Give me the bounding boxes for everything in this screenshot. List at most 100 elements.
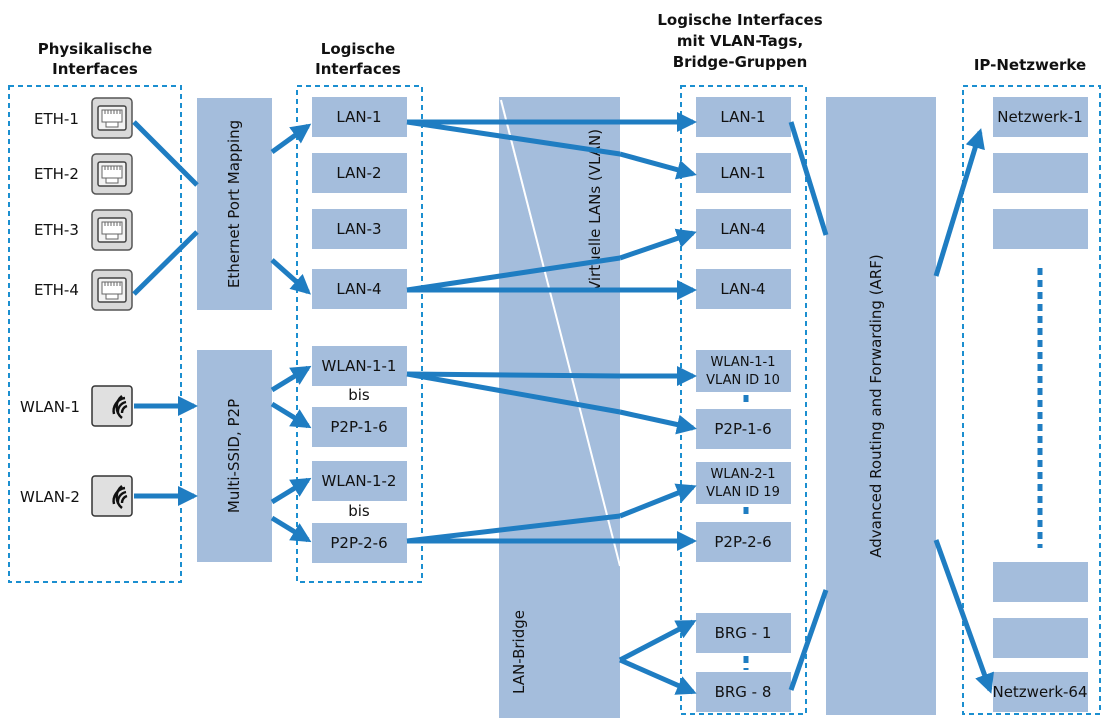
eth-label: ETH-3 [34, 221, 79, 239]
ethernet-port-icon [91, 97, 133, 139]
header-vlan-line1: Logische Interfaces [657, 11, 822, 29]
vlan-p2p-2-6: P2P-2-6 [696, 522, 791, 562]
network-box [993, 209, 1088, 249]
arrow [619, 228, 697, 261]
vlan-label: WLAN-1-1 [711, 355, 776, 370]
vlan-p2p-1-6: P2P-1-6 [696, 409, 791, 449]
vlan-interfaces-group [680, 85, 807, 715]
connector-line [788, 121, 829, 236]
connections [132, 119, 829, 691]
arrow [619, 151, 697, 180]
lan-bridge-label: LAN-Bridge [510, 610, 528, 694]
ethernet-port-mapping-block: Ethernet Port Mapping [197, 98, 272, 310]
vlan-brg-8: BRG - 8 [696, 672, 791, 712]
header-logical-interfaces: Logische Interfaces [315, 40, 401, 78]
logical-p2p-2-6: P2P-2-6 [312, 523, 407, 563]
wlan-label: WLAN-2 [20, 488, 80, 506]
connector-line [406, 371, 621, 415]
arrow [270, 258, 311, 295]
connector-line [406, 371, 621, 379]
eth-label: ETH-2 [34, 165, 79, 183]
connector-line [788, 589, 829, 691]
eth-label: ETH-1 [34, 110, 79, 128]
logical-wlan-1-1: WLAN-1-1 [312, 346, 407, 386]
wlan-antenna-icon [90, 474, 134, 518]
arrow [619, 409, 697, 435]
arf-label: Advanced Routing and Forwarding (ARF) [867, 254, 885, 557]
connector-line [406, 513, 621, 544]
multi-ssid-block: Multi-SSID, P2P [197, 350, 272, 562]
logical-lan-4: LAN-4 [312, 269, 407, 309]
header-physical-line1: Physikalische [38, 40, 153, 58]
header-vlan-line3: Bridge-Gruppen [673, 53, 808, 71]
vlan-label: LAN-4 [720, 280, 765, 298]
brg-label: BRG - 8 [715, 683, 772, 701]
vlan-label: P2P-1-6 [714, 420, 771, 438]
network-box [993, 153, 1088, 193]
bis-label: bis [348, 502, 370, 520]
brg-label: BRG - 1 [715, 624, 772, 642]
vlan-id-label: VLAN ID 10 [706, 373, 780, 388]
arrow [933, 539, 994, 694]
physical-eth-4: ETH-4 [34, 269, 133, 311]
physical-wlan-2: WLAN-2 [20, 474, 134, 518]
bis-label: bis [348, 386, 370, 404]
connector-line [406, 255, 621, 293]
logical-label: LAN-4 [336, 280, 381, 298]
physical-wlan-1: WLAN-1 [20, 384, 134, 428]
arrow [270, 365, 312, 393]
network-label: Netzwerk-1 [997, 108, 1083, 126]
logical-lan-1: LAN-1 [312, 97, 407, 137]
arrow [270, 401, 312, 429]
header-vlan-interfaces: Logische Interfaces mit VLAN-Tags, Bridg… [657, 11, 822, 71]
logical-p2p-1-6: P2P-1-6 [312, 407, 407, 447]
network-box [993, 618, 1088, 658]
vlan-brg-1: BRG - 1 [696, 613, 791, 653]
arf-block: Advanced Routing and Forwarding (ARF) [826, 97, 936, 715]
physical-interfaces-group [8, 85, 182, 583]
ethernet-port-mapping-label: Ethernet Port Mapping [225, 120, 243, 288]
physical-eth-3: ETH-3 [34, 209, 133, 251]
connector-line [132, 120, 199, 187]
connector-line [406, 119, 621, 157]
wlan-antenna-icon [90, 384, 134, 428]
logical-label: P2P-1-6 [330, 418, 387, 436]
logical-label: WLAN-1-2 [322, 472, 397, 490]
network-64: Netzwerk-64 [992, 672, 1088, 712]
network-label: Netzwerk-64 [992, 683, 1087, 701]
arrow [270, 123, 312, 155]
vlan-label: WLAN-2-1 [711, 467, 776, 482]
vlan-label: LAN-4 [720, 220, 765, 238]
connector-line [132, 230, 199, 296]
wlan-label: WLAN-1 [20, 398, 80, 416]
vlan-label: LAN-1 [720, 164, 765, 182]
arrows [134, 112, 994, 695]
network-1: Netzwerk-1 [993, 97, 1088, 137]
vlan-wlan-2-1: WLAN-2-1 VLAN ID 19 [696, 462, 791, 504]
lan-bridge-block: LAN-Bridge [499, 97, 620, 718]
arrow [618, 657, 697, 695]
logical-lan-2: LAN-2 [312, 153, 407, 193]
ethernet-port-icon [91, 269, 133, 311]
arrow [618, 619, 697, 663]
logical-label: LAN-1 [336, 108, 381, 126]
header-ip-line1: IP-Netzwerke [974, 56, 1086, 74]
logical-label: LAN-3 [336, 220, 381, 238]
physical-eth-1: ETH-1 [34, 97, 133, 139]
header-logical-line1: Logische [321, 40, 395, 58]
vlan-wlan-1-1: WLAN-1-1 VLAN ID 10 [696, 350, 791, 392]
header-vlan-line2: mit VLAN-Tags, [677, 32, 803, 50]
vlan-label: P2P-2-6 [714, 533, 771, 551]
logical-interfaces-group [296, 85, 423, 583]
virtual-lan-label: Virtuelle LANs (VLAN) [586, 129, 604, 291]
vlan-lan-1-b: LAN-1 [696, 153, 791, 193]
vlan-lan-1-a: LAN-1 [696, 97, 791, 137]
logical-label: P2P-2-6 [330, 534, 387, 552]
arrow [619, 483, 697, 519]
physical-eth-2: ETH-2 [34, 153, 133, 195]
ethernet-port-icon [91, 153, 133, 195]
arrow [933, 128, 985, 277]
vlan-label: LAN-1 [720, 108, 765, 126]
vlan-lan-4-b: LAN-4 [696, 269, 791, 309]
